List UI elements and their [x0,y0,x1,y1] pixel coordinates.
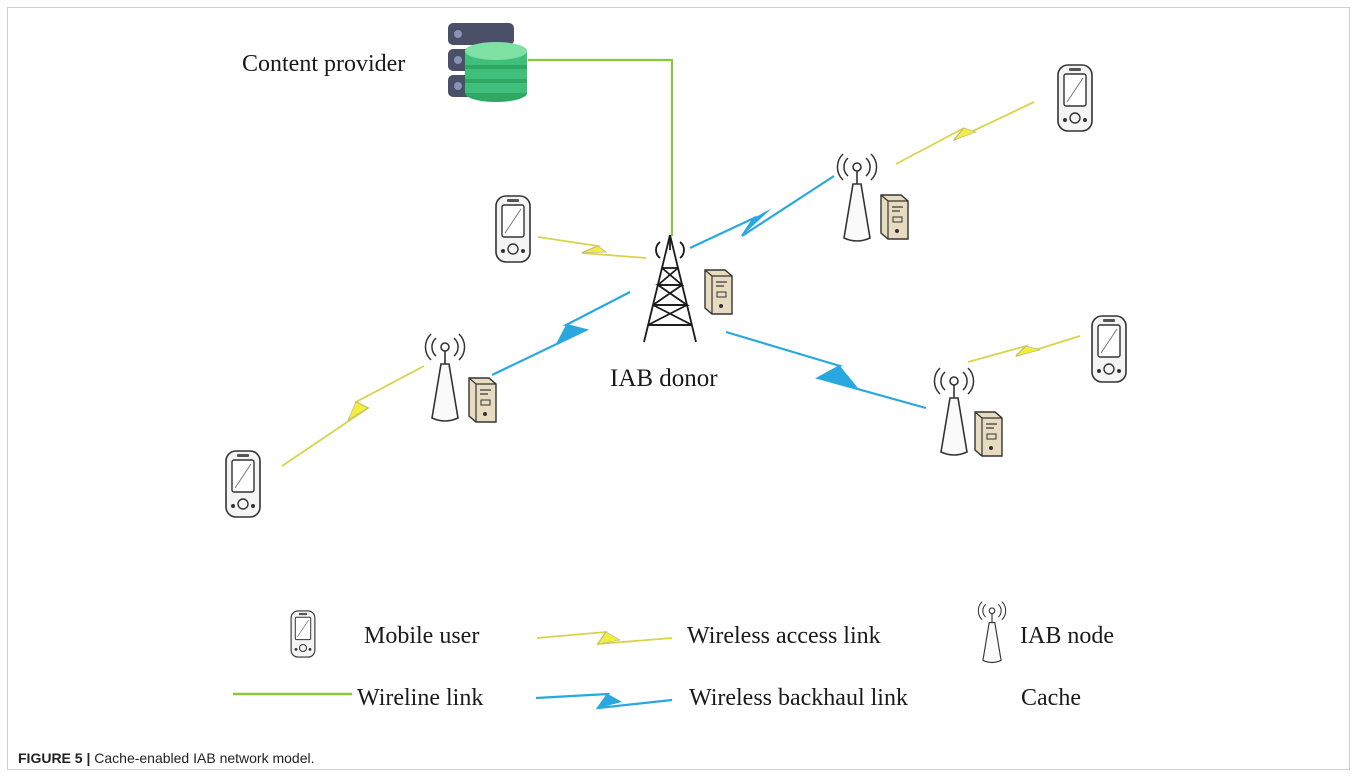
figure-label: FIGURE 5 | [18,750,91,766]
iab-donor-label: IAB donor [610,365,718,392]
cache-server-icon [974,411,1003,457]
network-diagram: Content provider IAB donor [225,23,1127,711]
iab-node-icon [977,601,1007,664]
legend-wireline-link: Wireline link [357,685,483,711]
server-rack-icon [448,23,527,102]
backhaul-link-left [491,291,631,376]
figure-frame [7,7,1350,770]
legend-wireless-backhaul-link: Wireless backhaul link [689,685,908,711]
access-link-donor [537,236,647,259]
iab-node-icon [836,153,878,242]
backhaul-link-top-right [689,175,835,249]
mobile-phone-icon [225,450,261,518]
mobile-phone-icon [1091,315,1127,383]
figure-caption-text: Cache-enabled IAB network model. [90,750,315,766]
legend-cache: Cache [1021,685,1081,711]
cache-server-icon [880,194,909,240]
legend-mobile-user: Mobile user [364,623,479,649]
content-provider-label: Content provider [242,51,405,77]
iab-node-icon [933,367,975,456]
legend-wireless-access-link: Wireless access link [687,623,881,649]
legend: Mobile user Wireless access link IAB nod… [233,601,1114,711]
backhaul-link-right [725,330,927,410]
mobile-phone-icon [495,195,531,263]
tower-icon [643,234,697,343]
figure-caption: FIGURE 5 | Cache-enabled IAB network mod… [18,748,315,768]
mobile-phone-icon [290,610,316,658]
cache-server-icon [468,377,497,423]
wireline-link [528,58,674,236]
iab-node-icon [424,333,466,422]
legend-iab-node: IAB node [1020,623,1114,649]
cache-server-icon [704,269,733,315]
mobile-phone-icon [1057,64,1093,132]
